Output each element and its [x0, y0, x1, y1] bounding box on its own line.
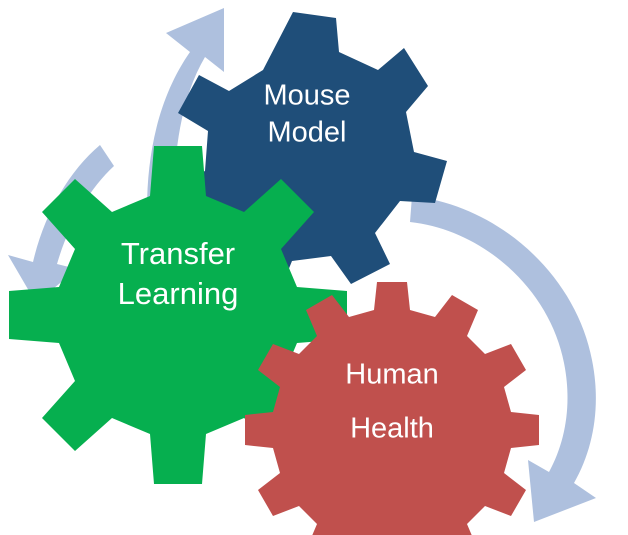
gear-transfer-learning-shape[interactable] — [9, 146, 347, 484]
arrow-right-down-shape — [410, 196, 596, 522]
arrow-right-down — [410, 196, 596, 522]
gear-human-health-shape[interactable] — [245, 282, 539, 535]
